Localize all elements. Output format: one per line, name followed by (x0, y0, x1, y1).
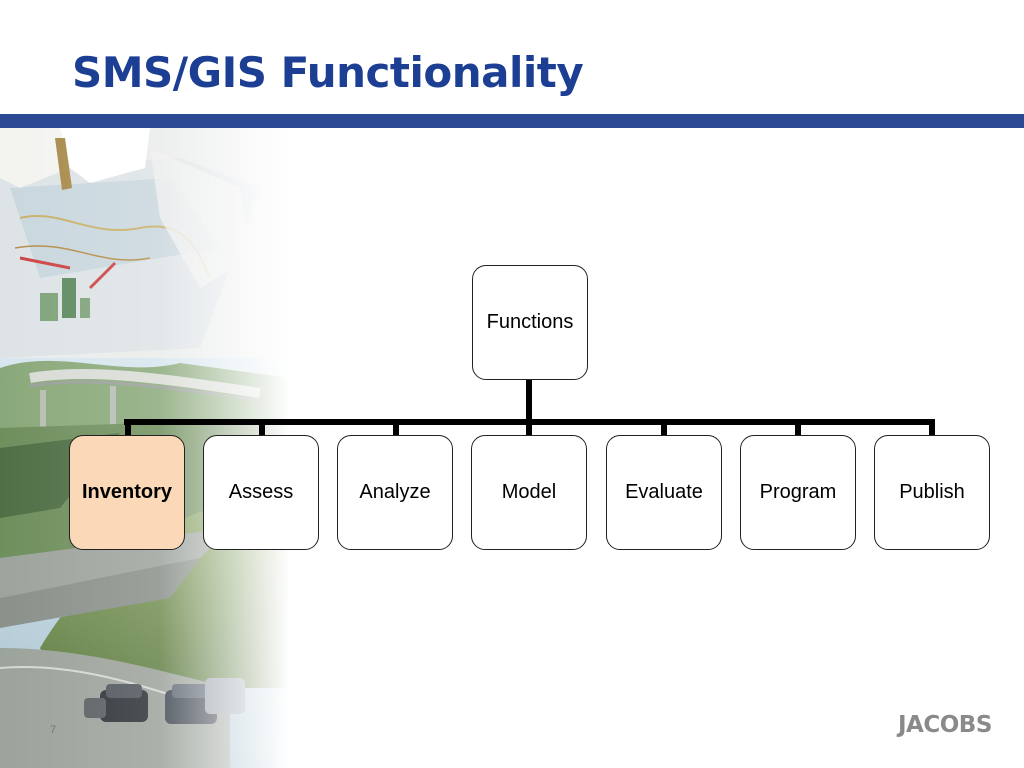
slide-title: SMS/GIS Functionality (72, 48, 584, 97)
jacobs-logo: JACOBS (898, 712, 992, 738)
node-publish: Publish (874, 435, 990, 550)
node-evaluate: Evaluate (606, 435, 722, 550)
node-assess: Assess (203, 435, 319, 550)
node-program: Program (740, 435, 856, 550)
title-divider-bar (0, 114, 1024, 128)
slide-number: 7 (50, 724, 57, 736)
node-functions: Functions (472, 265, 588, 380)
node-inventory: Inventory (69, 435, 185, 550)
node-analyze: Analyze (337, 435, 453, 550)
node-model: Model (471, 435, 587, 550)
